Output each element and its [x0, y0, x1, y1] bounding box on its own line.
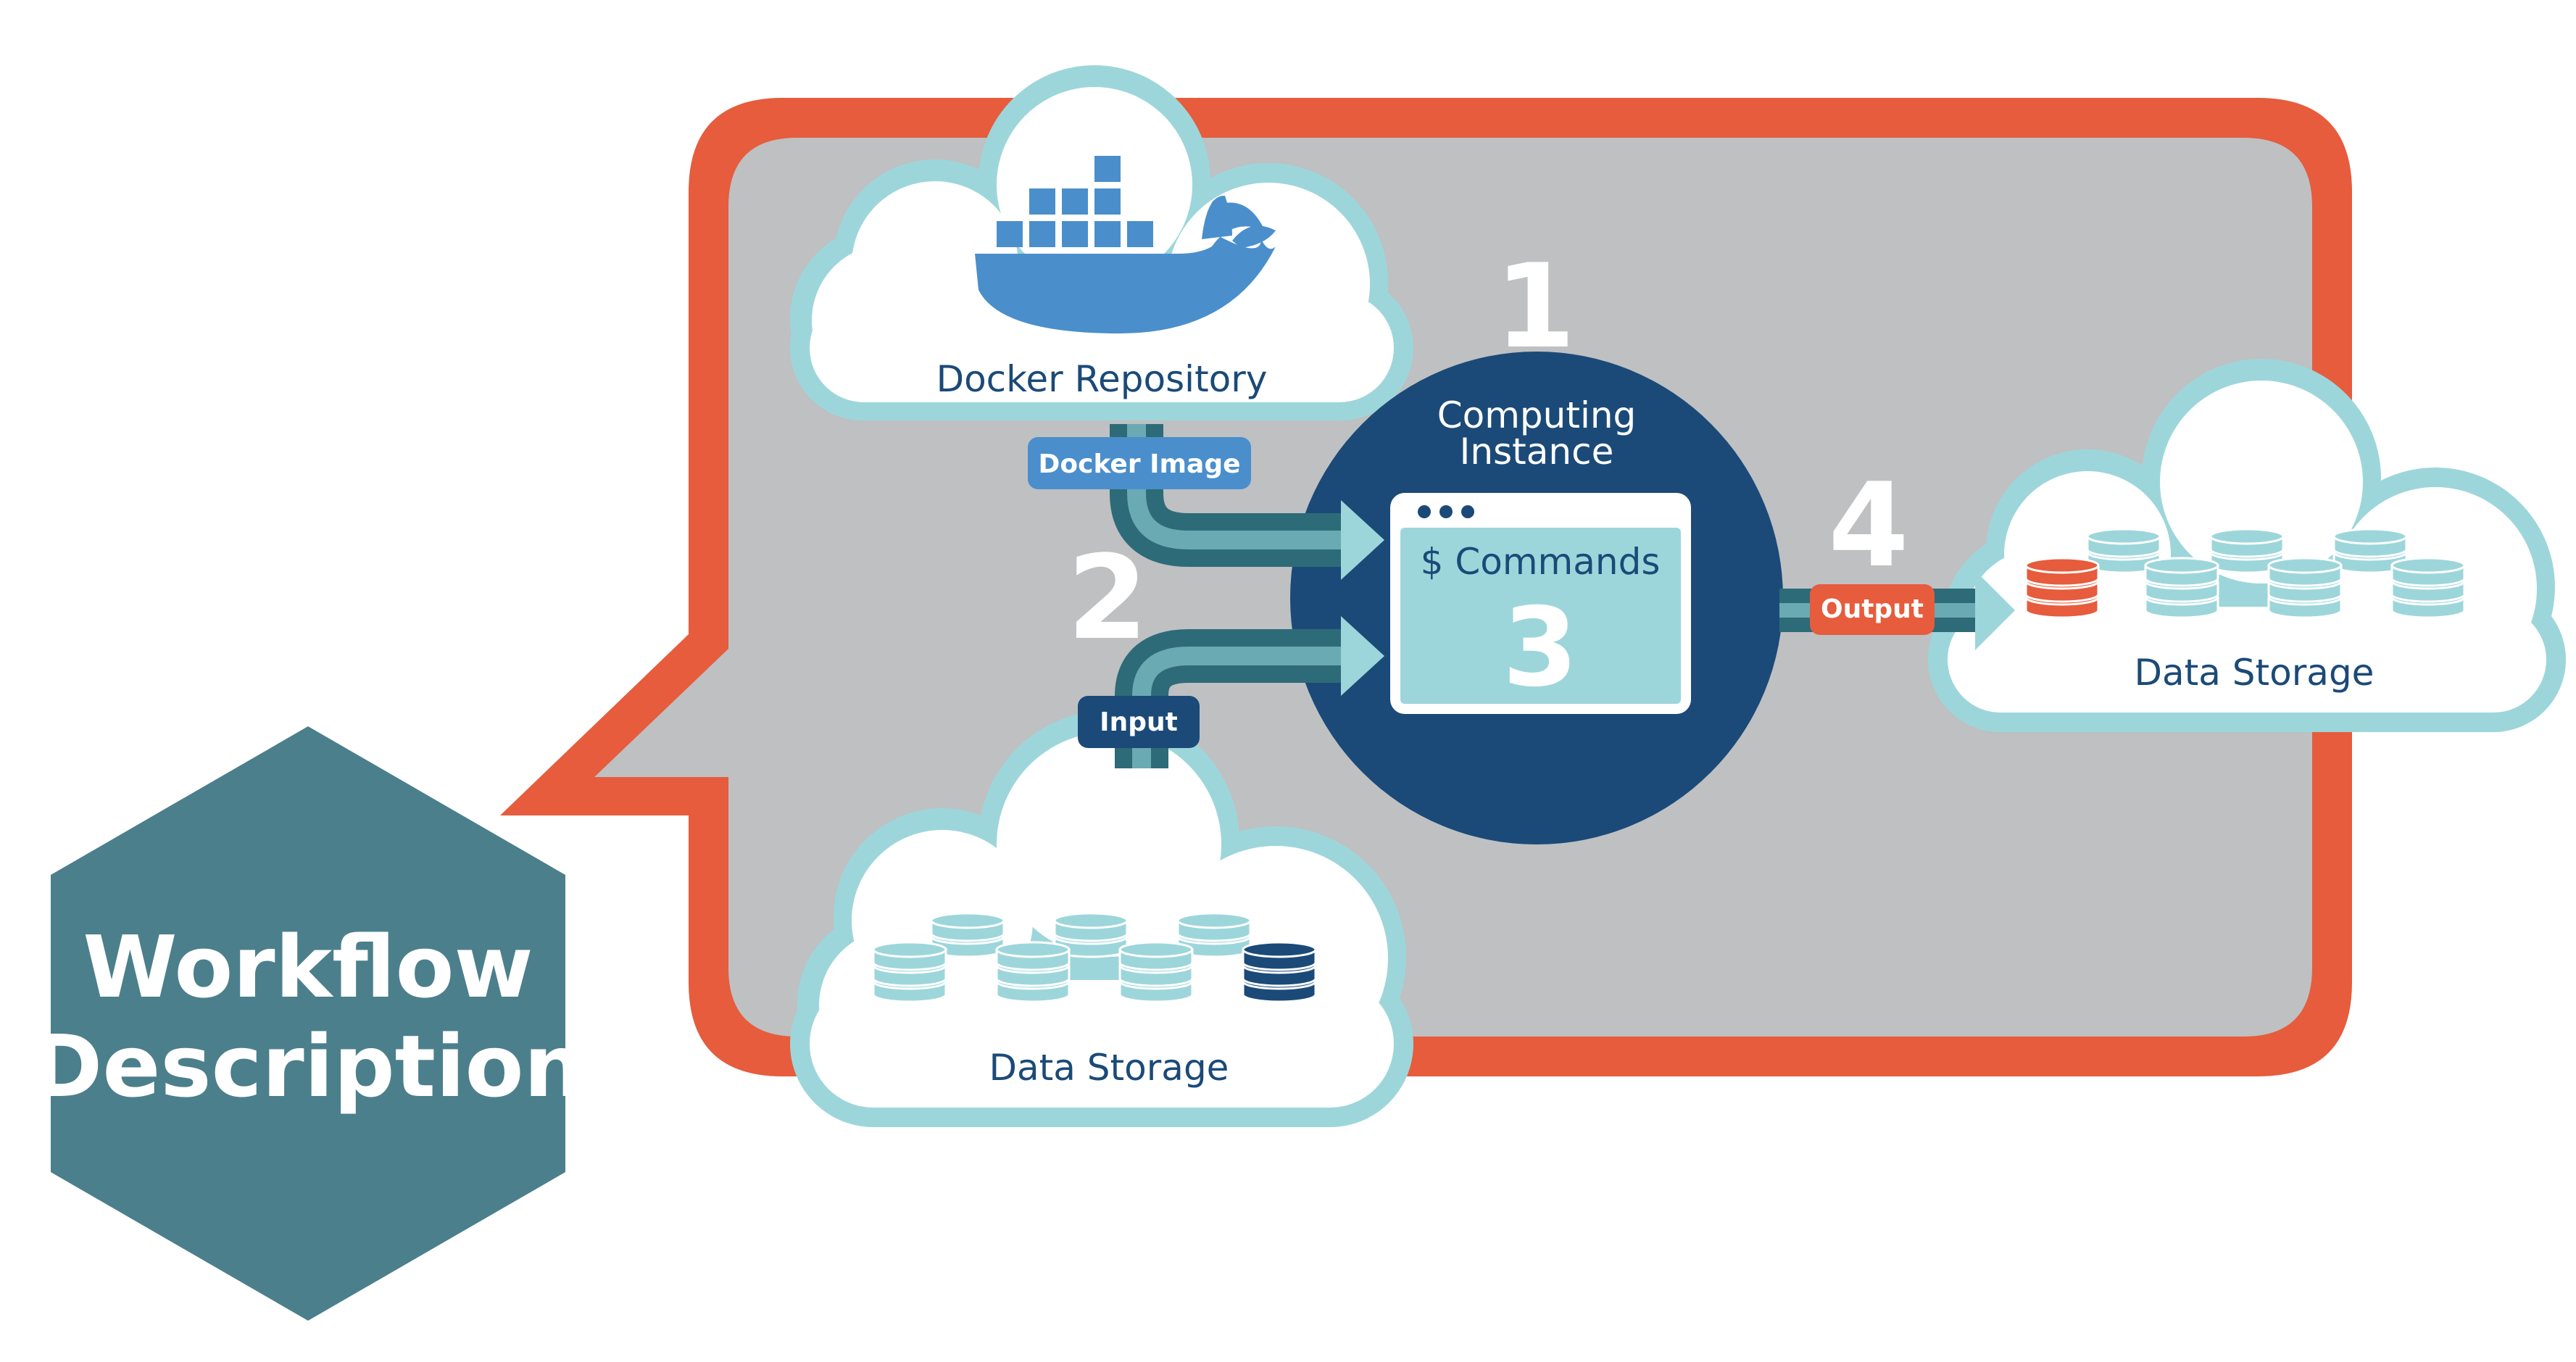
- input-data-storage-cloud: Data Storage: [790, 710, 1413, 1127]
- computing-instance-line-2: Instance: [1460, 431, 1614, 473]
- output-data-storage-cloud: Data Storage: [1928, 359, 2566, 732]
- database-cylinder: [2144, 557, 2219, 619]
- input-storage-label: Data Storage: [989, 1047, 1229, 1089]
- docker-image-pipe: [1110, 424, 1384, 580]
- database-cylinder: [2267, 557, 2343, 619]
- step-4: 4: [1828, 457, 1908, 593]
- title-line-1: Workflow: [83, 917, 533, 1017]
- database-stack-icon: [872, 912, 1317, 1003]
- output-storage-label: Data Storage: [2135, 652, 2375, 694]
- database-cylinder: [2390, 557, 2466, 619]
- step-1: 1: [1495, 238, 1575, 374]
- docker-image-label: Docker Image: [1038, 449, 1240, 479]
- database-cylinder: [872, 941, 947, 1003]
- docker-repository-cloud: Docker Repository: [790, 65, 1413, 420]
- database-cylinder: [2332, 528, 2408, 574]
- database-cylinder: [2086, 528, 2161, 574]
- database-cylinder: [1118, 941, 1194, 1003]
- database-stack-icon: [2024, 528, 2466, 619]
- output-badge: Output: [1810, 584, 1935, 635]
- database-cylinder: [1242, 941, 1317, 1003]
- terminal-window-icon: $ Commands 3: [1390, 493, 1691, 714]
- docker-image-badge: Docker Image: [1028, 437, 1251, 489]
- database-cylinder: [2024, 557, 2100, 619]
- input-label: Input: [1100, 707, 1178, 737]
- database-cylinder: [1053, 912, 1129, 958]
- step-2: 2: [1067, 530, 1147, 665]
- computing-instance-line-1: Computing: [1437, 394, 1637, 436]
- terminal-step-3: 3: [1503, 585, 1578, 711]
- title-hexagon: Workflow Description: [31, 726, 585, 1321]
- docker-whale-icon: [975, 156, 1276, 333]
- input-badge: Input: [1078, 696, 1200, 748]
- input-pipe: [1115, 616, 1384, 768]
- database-cylinder: [930, 912, 1005, 958]
- docker-repository-label: Docker Repository: [936, 358, 1268, 400]
- output-label: Output: [1821, 594, 1924, 624]
- title-line-2: Description: [31, 1016, 584, 1116]
- database-cylinder: [995, 941, 1071, 1003]
- terminal-command: $ Commands: [1421, 541, 1661, 583]
